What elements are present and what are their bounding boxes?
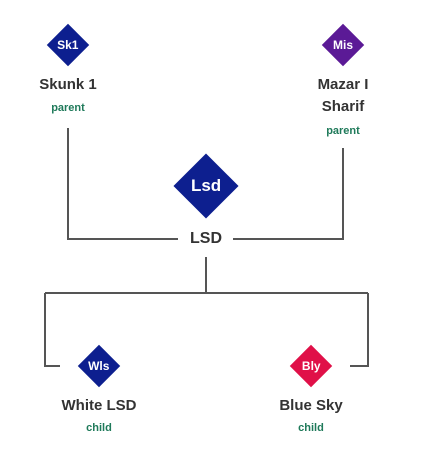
strain-name-lsd: LSD: [180, 229, 232, 249]
connector-mazar-to-lsd: [233, 148, 344, 240]
connector-to-white-lsd: [44, 293, 60, 367]
strain-name-mazar-i-sharif[interactable]: Mazar I Sharif: [293, 74, 393, 118]
strain-name-skunk-1[interactable]: Skunk 1: [39, 76, 97, 93]
connector-to-blue-sky: [350, 293, 369, 367]
role-label-parent: parent: [326, 125, 360, 137]
strain-abbr: Bly: [301, 359, 321, 373]
strain-name-white-lsd[interactable]: White LSD: [61, 397, 137, 414]
strain-name-blue-sky[interactable]: Blue Sky: [279, 397, 343, 414]
role-label-child: child: [298, 422, 324, 434]
strain-abbr: Wls: [88, 359, 110, 373]
strain-abbr: Mis: [332, 37, 354, 52]
strain-abbr: Sk1: [57, 37, 79, 52]
role-label-parent: parent: [51, 102, 85, 114]
connector-skunk-to-lsd: [67, 128, 178, 240]
role-label-child: child: [86, 422, 112, 434]
strain-name-line: Mazar I: [317, 76, 369, 93]
strain-abbr: Lsd: [190, 175, 222, 195]
strain-name-line: Sharif: [321, 98, 365, 115]
